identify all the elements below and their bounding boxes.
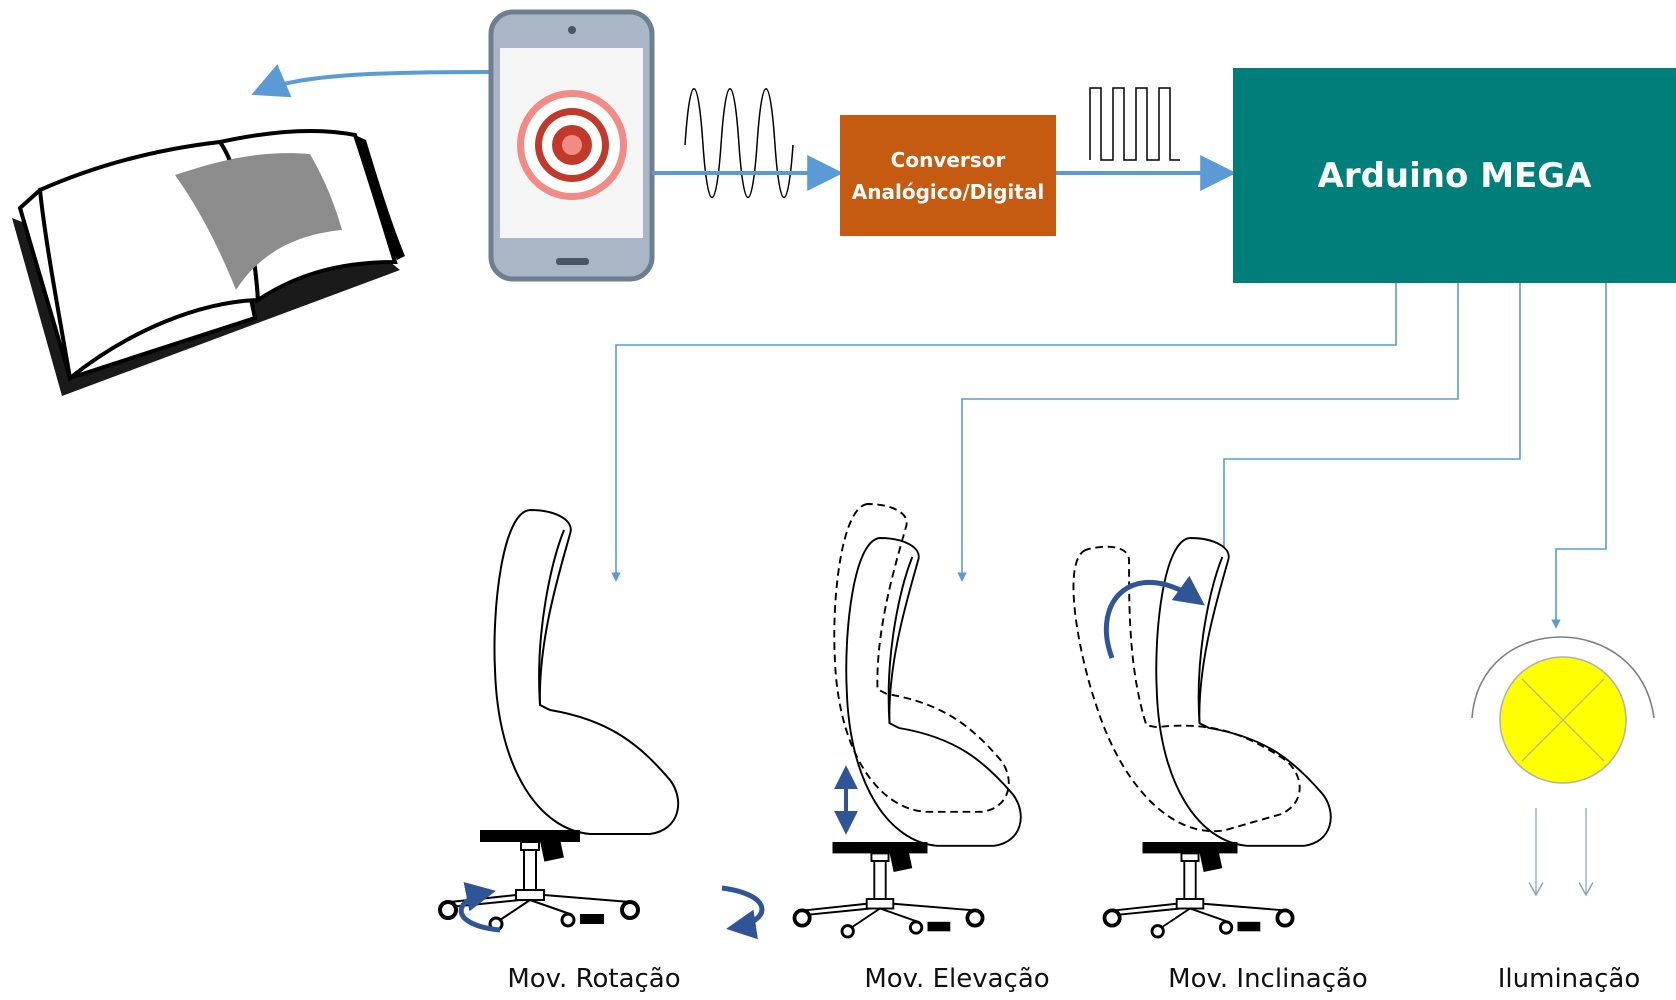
caption-light: Iluminação (1497, 964, 1641, 994)
chair-icon (792, 537, 1022, 939)
book-icon (12, 129, 405, 396)
chair-icon (1102, 537, 1332, 939)
chair-raised-outline (833, 503, 1010, 813)
converter-box: Conversor Analógico/Digital (840, 115, 1056, 236)
chair-tilted-outline (1072, 545, 1301, 833)
rotate-arrow-icon (458, 882, 501, 933)
target-icon (517, 90, 627, 200)
converter-label: Conversor Analógico/Digital (851, 147, 1045, 204)
arduino-box: Arduino MEGA (1233, 68, 1676, 283)
rotate-arrow-icon (721, 885, 765, 940)
chair-icon (438, 509, 680, 932)
arduino-label: Arduino MEGA (1317, 155, 1592, 196)
digital-wave-icon (1089, 87, 1180, 161)
arrow-phone-to-book (251, 64, 491, 98)
connector-rotation (611, 283, 1397, 582)
caption-tilt: Mov. Inclinação (1168, 964, 1368, 994)
connector-tilt (1219, 283, 1521, 564)
connector-light (1551, 283, 1607, 629)
caption-rotation: Mov. Rotação (507, 964, 681, 994)
lamp-icon (1471, 636, 1655, 895)
analog-wave-icon (684, 88, 794, 198)
tilt-arrow-icon (1103, 575, 1205, 659)
caption-elevation: Mov. Elevação (864, 964, 1050, 994)
connector-elevation (957, 283, 1459, 582)
